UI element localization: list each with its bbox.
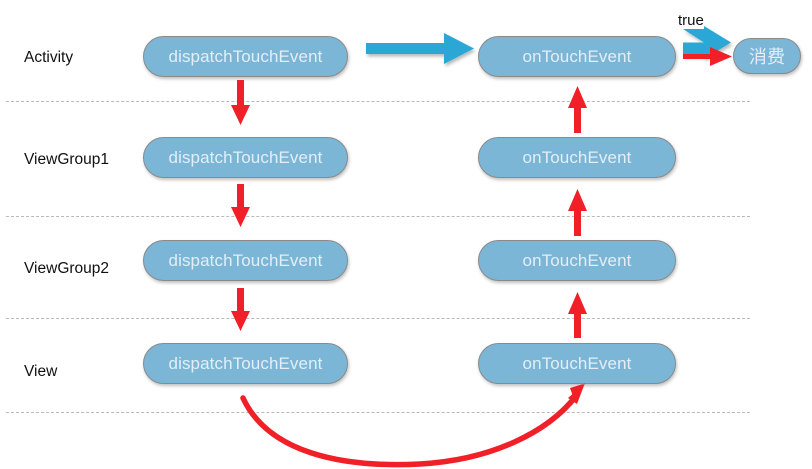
- blue-arrow-ontouch-to-consume-true: [683, 26, 731, 59]
- lane-separator-3: [6, 318, 750, 319]
- lane-separator-1: [6, 101, 750, 102]
- lane-label-viewgroup1: ViewGroup1: [24, 151, 110, 168]
- lane-label-viewgroup2: ViewGroup2: [24, 260, 110, 277]
- lane-label-activity: Activity: [24, 49, 74, 66]
- node-viewgroup2-ontouchevent[interactable]: onTouchEvent: [478, 240, 676, 281]
- node-view-ontouchevent[interactable]: onTouchEvent: [478, 343, 676, 384]
- lane-label-view: View: [24, 363, 58, 380]
- lane-separator-4: [6, 412, 750, 413]
- node-consume[interactable]: 消费: [733, 38, 801, 74]
- red-down-arrow-viewgroup2-to-view: [231, 288, 250, 331]
- red-up-arrow-viewgroup2-to-viewgroup1: [568, 189, 587, 236]
- lane-separator-2: [6, 216, 750, 217]
- red-curve-view-dispatch-to-ontouch: [240, 383, 585, 468]
- red-down-arrow-viewgroup1-to-viewgroup2: [231, 184, 250, 227]
- annotation-true: true: [678, 12, 704, 29]
- blue-arrow-activity-dispatch-to-ontouch: [366, 33, 474, 64]
- red-up-arrow-view-to-viewgroup2: [568, 292, 587, 338]
- red-arrow-ontouch-to-consume: [683, 47, 732, 66]
- node-activity-dispatchtouchevent[interactable]: dispatchTouchEvent: [143, 36, 348, 77]
- node-view-dispatchtouchevent[interactable]: dispatchTouchEvent: [143, 343, 348, 384]
- red-up-arrow-viewgroup1-to-activity: [568, 86, 587, 133]
- node-activity-ontouchevent[interactable]: onTouchEvent: [478, 36, 676, 77]
- node-viewgroup1-ontouchevent[interactable]: onTouchEvent: [478, 137, 676, 178]
- node-viewgroup1-dispatchtouchevent[interactable]: dispatchTouchEvent: [143, 137, 348, 178]
- node-viewgroup2-dispatchtouchevent[interactable]: dispatchTouchEvent: [143, 240, 348, 281]
- red-down-arrow-activity-to-viewgroup1: [231, 80, 250, 125]
